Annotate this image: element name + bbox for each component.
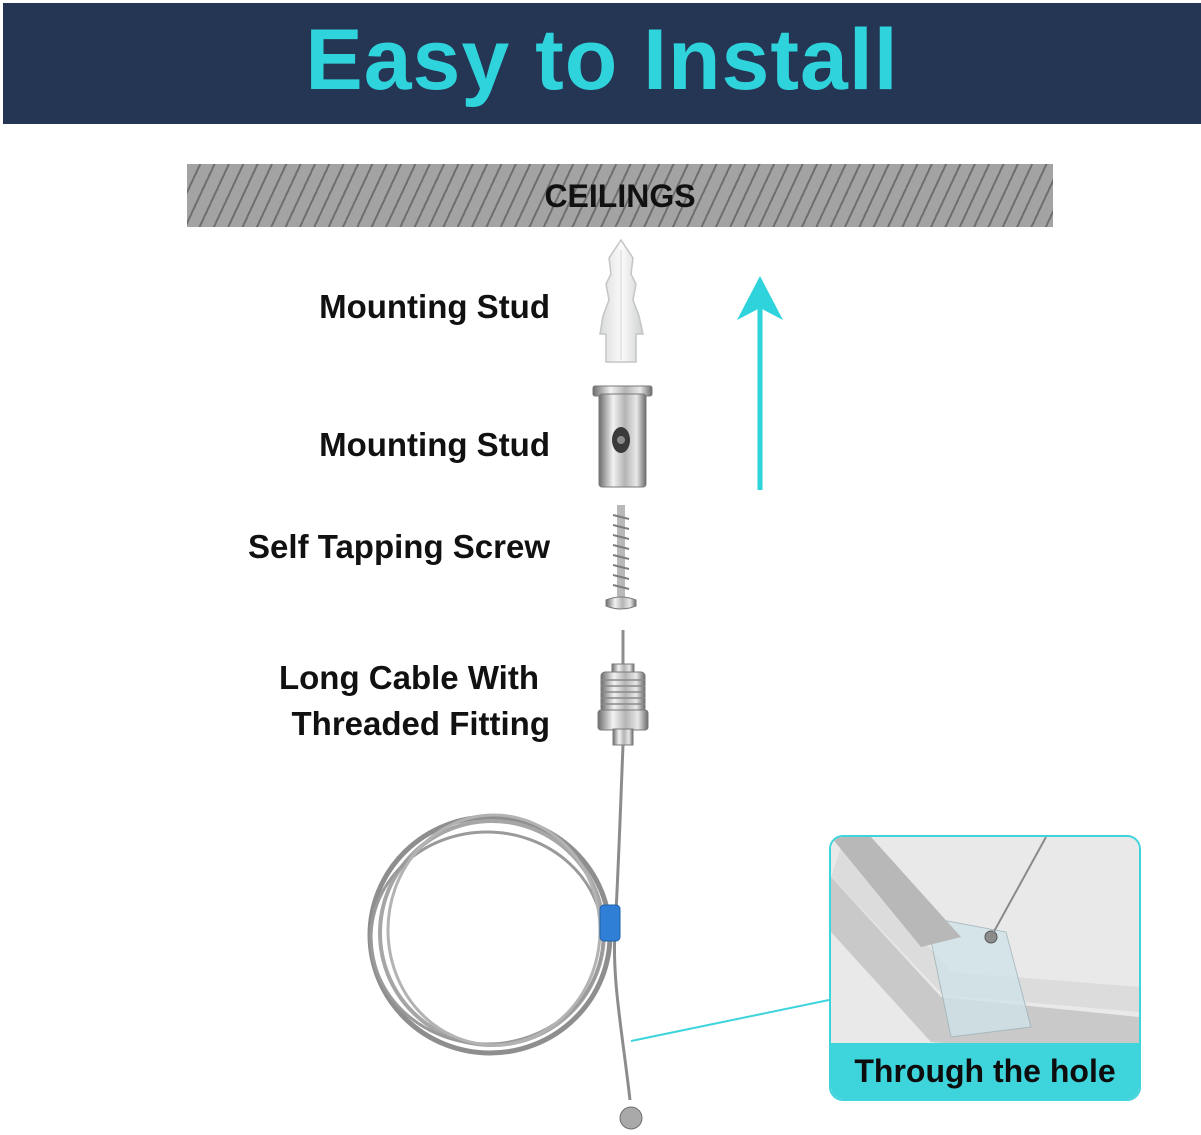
anchor-plug-icon xyxy=(599,238,644,363)
threaded-fitting-icon xyxy=(597,630,649,746)
cable-coil-icon xyxy=(367,744,830,1130)
label-long-cable: Long Cable With Threaded Fitting xyxy=(279,655,550,747)
ceiling-band: CEILINGS xyxy=(187,164,1053,227)
barrel-stud-icon xyxy=(592,385,653,488)
label-mounting-stud-plastic: Mounting Stud xyxy=(319,288,550,325)
screw-icon xyxy=(605,505,637,610)
label-long-cable-line1: Long Cable With xyxy=(278,659,539,696)
inset-caption: Through the hole xyxy=(831,1043,1139,1099)
label-mounting-stud-metal: Mounting Stud xyxy=(319,426,550,463)
page-title: Easy to Install xyxy=(305,11,899,108)
up-arrow-icon xyxy=(737,276,783,490)
ceiling-label: CEILINGS xyxy=(544,178,696,214)
label-self-tapping-screw: Self Tapping Screw xyxy=(248,528,550,565)
label-long-cable-line2: Threaded Fitting xyxy=(291,705,551,743)
inset-photo-through-hole: Through the hole xyxy=(829,835,1141,1101)
title-banner: Easy to Install xyxy=(3,3,1201,124)
